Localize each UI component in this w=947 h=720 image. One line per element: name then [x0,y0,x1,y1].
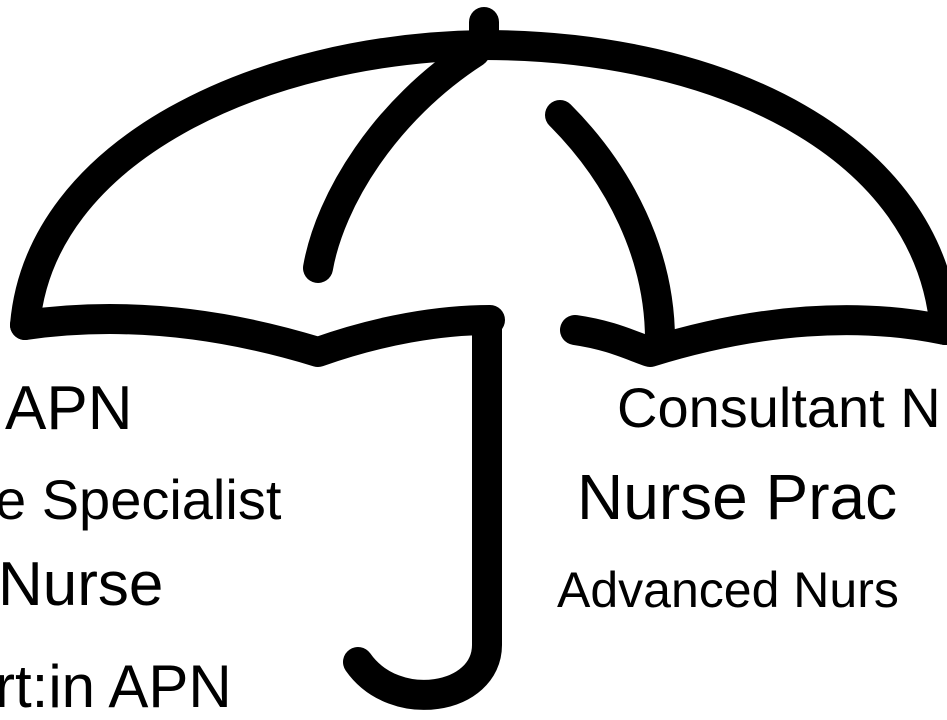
left-label-in-apn: rt:in APN [0,653,232,720]
right-label-nurse-practitioner: Nurse Prac [577,461,898,533]
umbrella-canopy-scallop-left [10,304,505,367]
right-label-consultant: Consultant N [617,376,941,439]
umbrella-rib-left [303,37,490,283]
umbrella-rib-right [545,100,675,355]
umbrella-handle [343,307,502,710]
umbrella-canopy-scallop-right [560,305,947,367]
umbrella-canopy-arc [10,30,947,345]
left-label-specialist: e Specialist [0,468,282,531]
left-label-apn: APN [5,374,133,443]
right-label-advanced-nurse: Advanced Nurs [557,562,899,618]
left-label-nurse: Nurse [0,550,164,619]
